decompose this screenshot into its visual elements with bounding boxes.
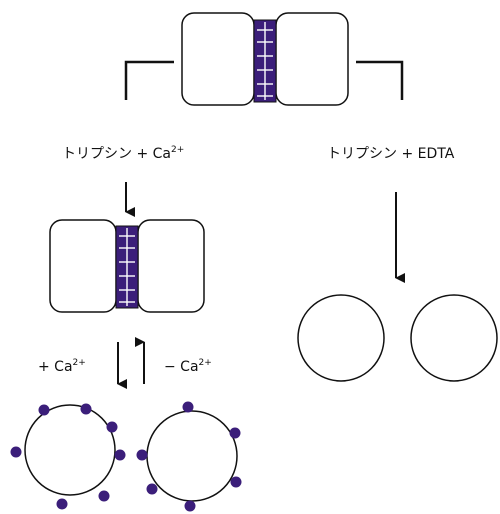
top-cell-pair — [181, 12, 349, 106]
left-condition-label: トリプシン + Ca2+ — [62, 145, 184, 162]
middle-right-cell — [137, 219, 205, 313]
middle-left-cell — [49, 219, 117, 313]
right-branch-bracket — [356, 60, 404, 100]
edta-cell-left — [297, 294, 385, 382]
cadherin-dots-right — [136, 401, 242, 512]
add-ca-label: + Ca2+ — [38, 358, 86, 375]
cadherin-dots-left — [10, 403, 126, 510]
remove-ca-label: − Ca2+ — [164, 358, 212, 375]
top-right-cell — [275, 12, 349, 106]
top-left-cell — [181, 12, 255, 106]
middle-cell-pair — [49, 219, 205, 313]
bottom-cell-right — [136, 401, 242, 512]
bottom-cell-left — [10, 403, 126, 510]
top-cadherin-junction — [253, 19, 277, 103]
right-condition-label: トリプシン + EDTA — [327, 146, 455, 162]
edta-cell-right — [410, 294, 498, 382]
left-branch-bracket — [124, 60, 174, 100]
middle-cadherin-junction — [115, 225, 139, 309]
